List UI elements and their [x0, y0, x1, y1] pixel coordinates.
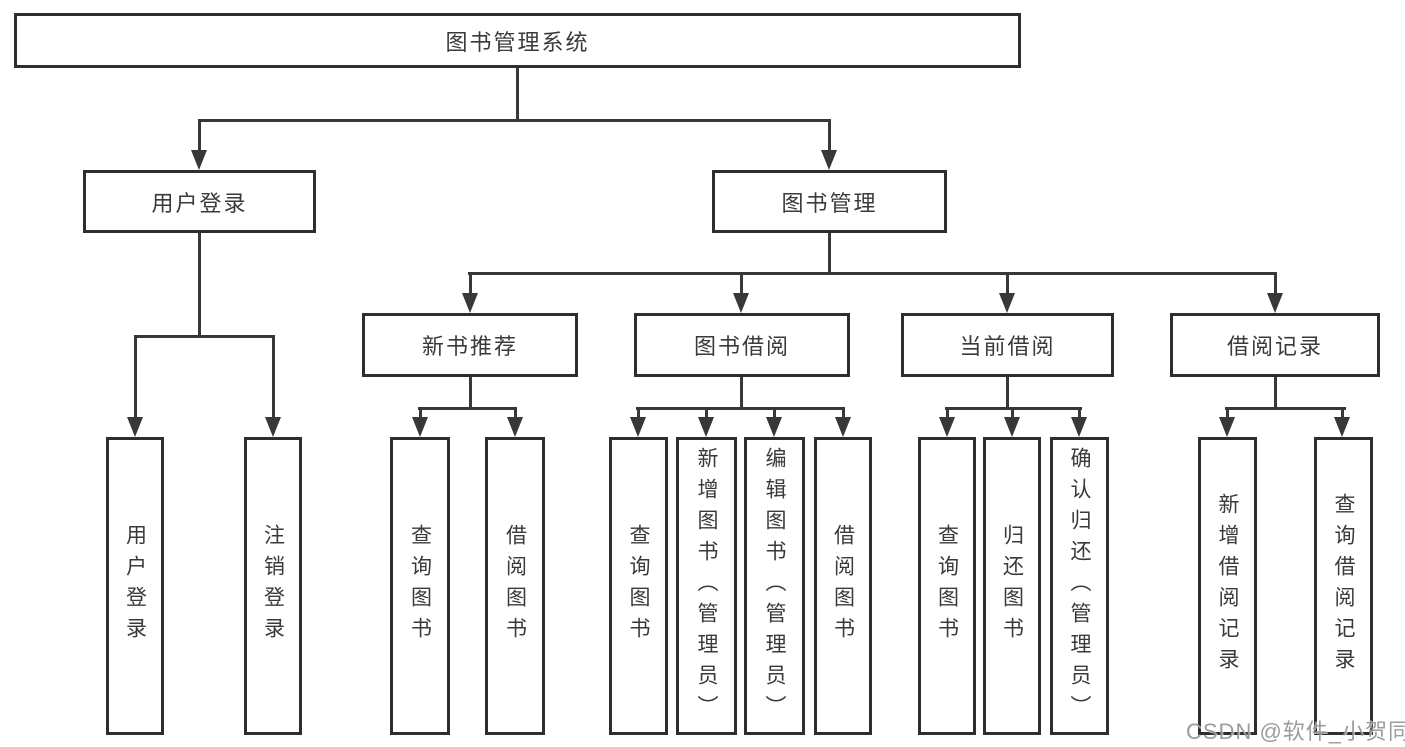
connector-stub-recommend-2: [514, 407, 517, 419]
connector-records-rail: [1225, 407, 1346, 410]
connector-records-down: [1274, 377, 1277, 410]
connector-stub-current-3: [1078, 407, 1081, 419]
connector-recommend-rail: [418, 407, 517, 410]
arrow-user-login: [191, 150, 207, 170]
connector-stub-borrow-1: [637, 407, 640, 419]
arrow-current: [999, 293, 1015, 313]
leaf-recommend-query: 查询图书: [390, 437, 450, 735]
connector-stub-login-leaf: [134, 335, 137, 419]
connector-borrow-rail: [636, 407, 844, 410]
arrow-borrow-3: [766, 417, 782, 437]
node-user-login: 用户登录: [83, 170, 316, 233]
leaf-borrow-edit-admin: 编辑图书（管理员）: [744, 437, 805, 735]
arrow-borrow-2: [698, 417, 714, 437]
connector-stub-recommend-1: [419, 407, 422, 419]
connector-stub-logout-leaf: [272, 335, 275, 419]
arrow-logout-leaf: [265, 417, 281, 437]
arrow-book-mgmt: [821, 150, 837, 170]
arrow-recommend-2: [507, 417, 523, 437]
connector-recommend-down: [469, 377, 472, 410]
connector-stub-borrow: [740, 272, 743, 295]
leaf-recommend-borrow: 借阅图书: [485, 437, 545, 735]
connector-stub-borrow-3: [773, 407, 776, 419]
connector-stub-book-mgmt: [828, 119, 831, 152]
connector-stub-recommend: [469, 272, 472, 295]
arrow-current-1: [939, 417, 955, 437]
connector-stub-current-1: [946, 407, 949, 419]
arrow-borrow: [733, 293, 749, 313]
arrow-records-2: [1334, 417, 1350, 437]
arrow-recommend: [462, 293, 478, 313]
leaf-records-query: 查询借阅记录: [1314, 437, 1373, 735]
arrow-records-1: [1219, 417, 1235, 437]
connector-current-down: [1006, 377, 1009, 410]
leaf-current-return: 归还图书: [983, 437, 1041, 735]
connector-stub-current-2: [1011, 407, 1014, 419]
connector-user-branch-down: [198, 233, 201, 338]
arrow-borrow-4: [835, 417, 851, 437]
leaf-user-login: 用户登录: [106, 437, 164, 735]
connector-root-down: [516, 68, 519, 122]
node-current-borrow: 当前借阅: [901, 313, 1114, 377]
connector-stub-records: [1274, 272, 1277, 295]
connector-level1-rail: [198, 119, 831, 122]
arrow-login-leaf: [127, 417, 143, 437]
connector-book-branch-down: [828, 233, 831, 275]
leaf-borrow-query: 查询图书: [609, 437, 668, 735]
connector-stub-borrow-4: [842, 407, 845, 419]
connector-user-rail: [134, 335, 275, 338]
node-borrow-records: 借阅记录: [1170, 313, 1380, 377]
connector-stub-user-login: [198, 119, 201, 152]
connector-stub-borrow-2: [705, 407, 708, 419]
leaf-records-add: 新增借阅记录: [1198, 437, 1257, 735]
connector-stub-current: [1006, 272, 1009, 295]
arrow-current-2: [1004, 417, 1020, 437]
arrow-records: [1267, 293, 1283, 313]
connector-borrow-down: [740, 377, 743, 410]
arrow-recommend-1: [412, 417, 428, 437]
connector-stub-records-1: [1226, 407, 1229, 419]
connector-stub-records-2: [1341, 407, 1344, 419]
node-book-borrow: 图书借阅: [634, 313, 850, 377]
arrow-current-3: [1071, 417, 1087, 437]
node-root-system: 图书管理系统: [14, 13, 1021, 68]
csdn-watermark: CSDN @软件_小贺同学: [1186, 719, 1405, 744]
connector-level3-rail: [468, 272, 1276, 275]
leaf-borrow-borrow: 借阅图书: [814, 437, 872, 735]
leaf-current-confirm-admin: 确认归还（管理员）: [1050, 437, 1109, 735]
leaf-current-query: 查询图书: [918, 437, 976, 735]
leaf-borrow-add-admin: 新增图书（管理员）: [676, 437, 737, 735]
node-book-management: 图书管理: [712, 170, 947, 233]
arrow-borrow-1: [630, 417, 646, 437]
leaf-user-logout: 注销登录: [244, 437, 302, 735]
node-new-book-recommend: 新书推荐: [362, 313, 578, 377]
